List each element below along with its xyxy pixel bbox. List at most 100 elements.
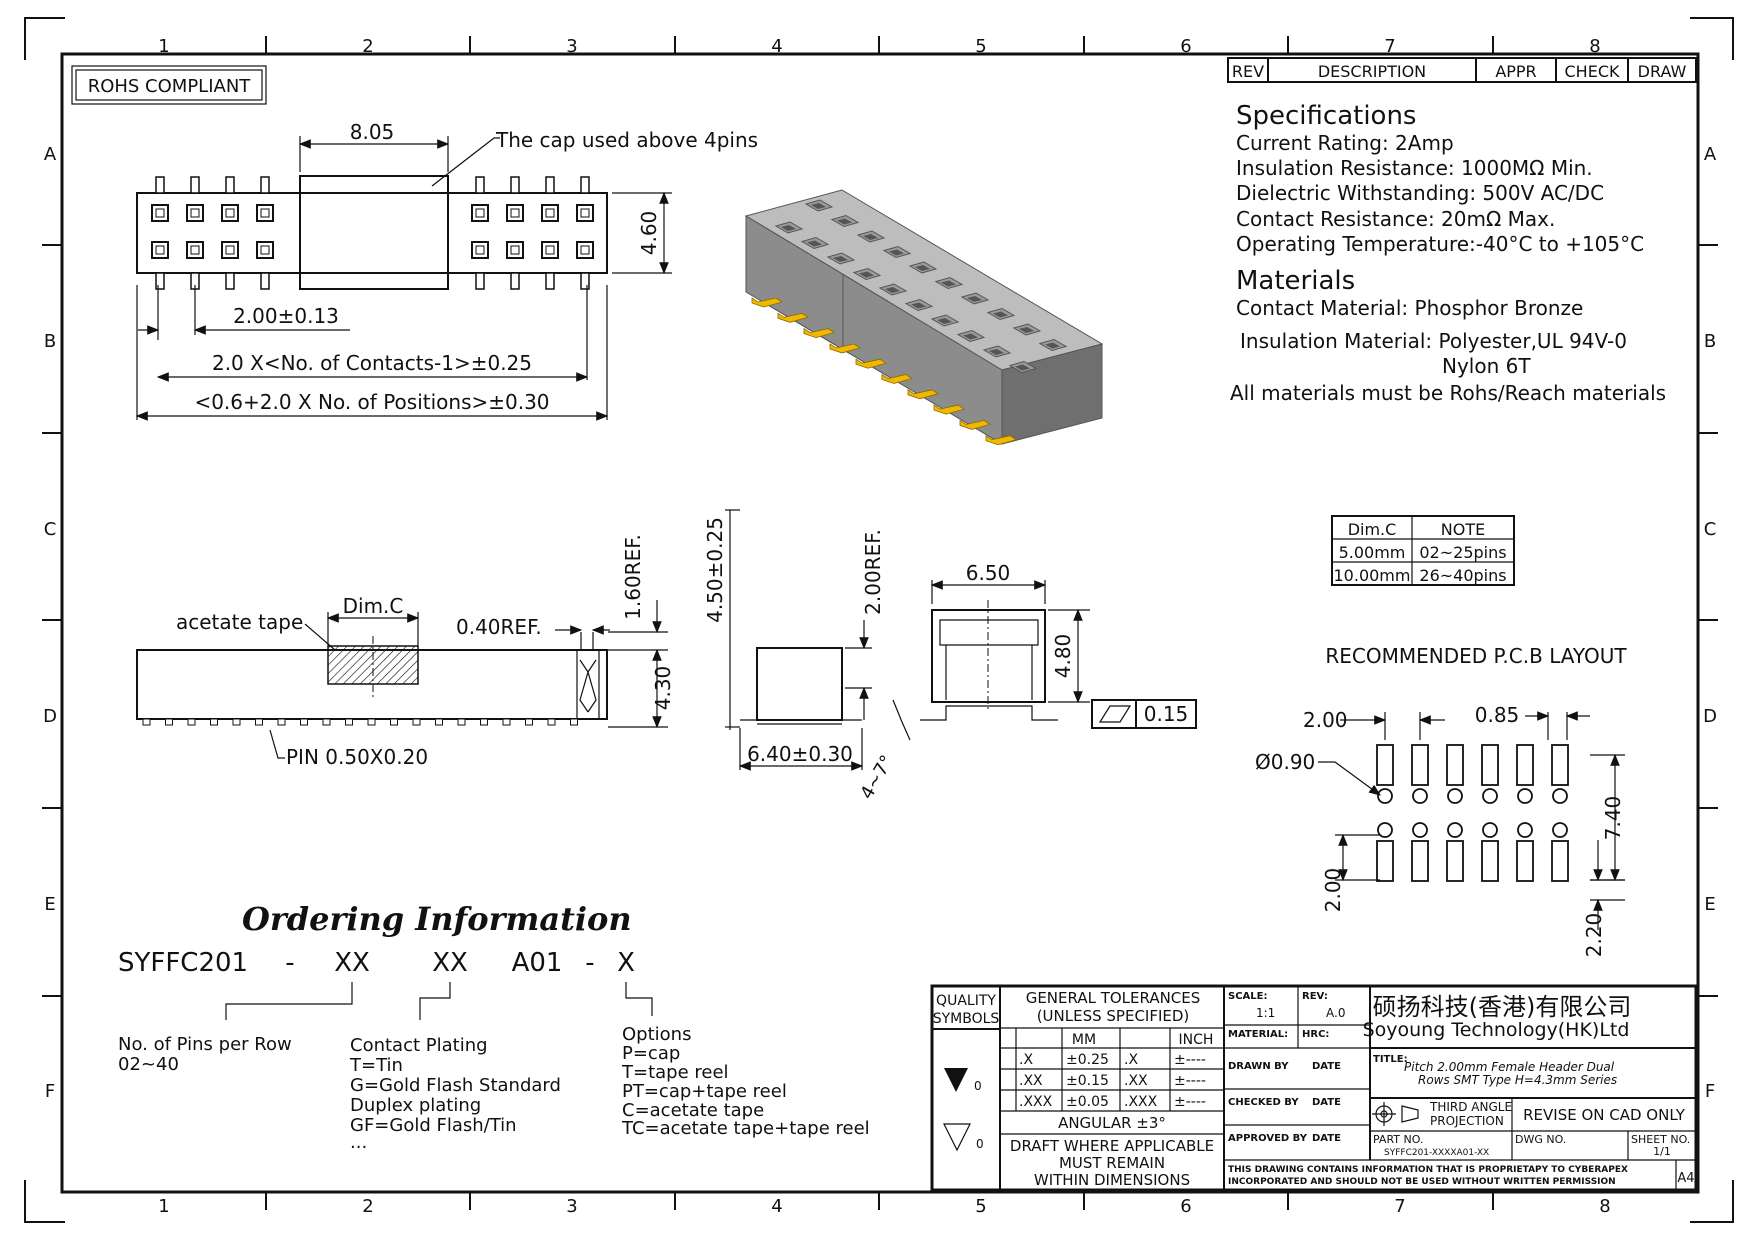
side-leg <box>277 718 286 726</box>
material-label: MATERIAL: <box>1228 1029 1288 1040</box>
dimc-header-1: Dim.C <box>1348 520 1397 539</box>
top-pin-lead <box>545 176 555 194</box>
pcb-title: RECOMMENDED P.C.B LAYOUT <box>1325 644 1627 668</box>
top-contact-hole <box>151 204 169 222</box>
tol-1-inch-value: ±---- <box>1174 1052 1206 1068</box>
dim-c-label: Dim.C <box>343 594 404 618</box>
end-view: 4.50±0.25 2.00REF. 6.40±0.30 4~7° <box>703 509 911 803</box>
side-leg <box>412 718 421 726</box>
side-leg <box>210 718 218 726</box>
zone-col-top-1: 1 <box>158 36 169 57</box>
top-contact-hole <box>506 241 524 259</box>
isometric-holes <box>774 199 1068 374</box>
tol-3-mm-value: ±0.05 <box>1066 1094 1109 1110</box>
iso-hole-inner <box>915 265 930 271</box>
quality-label: QUALITY <box>936 993 996 1009</box>
spec-line-5: Operating Temperature:-40°C to +105°C <box>1236 232 1644 256</box>
pcb-dim-220: 2.20 <box>1582 913 1606 958</box>
order-a01: A01 <box>512 948 563 978</box>
side-leg <box>142 718 151 726</box>
symbol-2-value: 0 <box>976 1137 984 1151</box>
gen-tol-label: GENERAL TOLERANCES <box>1026 989 1201 1007</box>
top-pin-lead <box>510 176 520 194</box>
iso-hole-inner <box>863 234 878 240</box>
approved-date-label: DATE <box>1312 1133 1341 1144</box>
pcb-pads <box>1376 744 1569 882</box>
flatness-value: 0.15 <box>1144 702 1189 726</box>
dim-angle: 4~7° <box>856 752 898 803</box>
top-contact-hole <box>541 204 559 222</box>
side-leg <box>525 718 533 726</box>
zone-col-bottom-3: 3 <box>566 1196 577 1217</box>
top-contact-hole-inner <box>545 245 555 255</box>
side-leg <box>345 718 353 726</box>
pcb-hole <box>1412 788 1428 804</box>
side-leg <box>480 718 488 726</box>
scale-value: 1:1 <box>1256 1006 1275 1020</box>
top-pin-lead <box>580 272 590 290</box>
rev-header: REV <box>1232 62 1264 81</box>
top-pin-lead <box>260 176 270 194</box>
title-line-2: Rows SMT Type H=4.3mm Series <box>1418 1073 1617 1087</box>
flatness-icon <box>1098 705 1132 723</box>
side-leg <box>457 718 466 726</box>
rev-label: REV: <box>1302 991 1328 1002</box>
plating-title: Contact Plating <box>350 1035 488 1056</box>
scale-label: SCALE: <box>1228 991 1267 1002</box>
top-contact-hole-inner <box>225 245 235 255</box>
material-insulation: Insulation Material: Polyester,UL 94V-0 <box>1240 329 1627 353</box>
side-leg <box>570 718 578 726</box>
top-contact-hole-inner <box>580 245 590 255</box>
dim-pitch: 2.00±0.13 <box>233 304 339 328</box>
top-contact-hole <box>221 241 239 259</box>
iso-hole-inner <box>993 311 1008 318</box>
dim-overall: <0.6+2.0 X No. of Positions>±0.30 <box>194 390 549 414</box>
pcb-dim-200b: 2.00 <box>1321 868 1345 913</box>
plating-4: GF=Gold Flash/Tin <box>350 1115 517 1136</box>
projection-line-2: PROJECTION <box>1430 1114 1504 1128</box>
top-contact-hole-inner <box>580 208 590 218</box>
dim-height-430: 4.30 <box>651 666 675 711</box>
dim-contacts: 2.0 X<No. of Contacts-1>±0.25 <box>212 351 532 375</box>
side-leg <box>165 718 173 726</box>
option-5: TC=acetate tape+tape reel <box>621 1118 870 1139</box>
zone-ticks <box>42 36 1718 1210</box>
materials-note: All materials must be Rohs/Reach materia… <box>1230 381 1666 405</box>
pcb-hole <box>1377 788 1393 804</box>
spec-line-1: Current Rating: 2Amp <box>1236 131 1454 155</box>
symbols-label: SYMBOLS <box>933 1011 1000 1027</box>
check-header: CHECK <box>1565 62 1620 81</box>
tol-3-inch-value: ±---- <box>1174 1094 1206 1110</box>
zone-row-right-A: A <box>1704 144 1717 165</box>
order-xx-2: XX <box>432 948 468 978</box>
symbol-1-value: 0 <box>974 1079 982 1093</box>
dimc-cell-1-2: 02~25pins <box>1419 543 1506 562</box>
dimc-header-2: NOTE <box>1441 520 1485 539</box>
inch-label: INCH <box>1179 1032 1214 1048</box>
top-pin-lead <box>580 176 590 194</box>
order-part: SYFFC201 <box>118 948 248 978</box>
top-contact-hole <box>256 204 274 222</box>
approved-by-label: APPROVED BY <box>1228 1133 1308 1144</box>
zone-col-bottom-2: 2 <box>362 1196 373 1217</box>
iso-lead <box>985 434 1017 446</box>
iso-lead <box>959 419 991 430</box>
material-contact: Contact Material: Phosphor Bronze <box>1236 296 1583 320</box>
top-contact-hole-inner <box>510 245 520 255</box>
top-contact-hole-inner <box>190 208 200 218</box>
top-pin-lead <box>155 272 165 290</box>
isometric-leads <box>751 297 1017 446</box>
zone-col-bottom-6: 6 <box>1180 1196 1191 1217</box>
rev-value: A.0 <box>1326 1006 1345 1020</box>
cap-note: The cap used above 4pins <box>495 128 758 152</box>
company-chinese: 硕扬科技(香港)有限公司 <box>1373 993 1632 1021</box>
iso-lead <box>933 404 965 415</box>
top-contact-hole-inner <box>260 208 270 218</box>
top-view: 8.05 The cap used above 4pins 4.60 2.00±… <box>135 120 758 421</box>
zone-col-bottom-4: 4 <box>771 1196 782 1217</box>
cap-view: 6.50 4.80 0.15 <box>920 561 1197 729</box>
zone-row-left-F: F <box>45 1081 55 1102</box>
material-insulation-2: Nylon 6T <box>1442 354 1531 378</box>
side-leg <box>232 718 241 726</box>
spec-line-3: Dielectric Withstanding: 500V AC/DC <box>1236 181 1604 205</box>
